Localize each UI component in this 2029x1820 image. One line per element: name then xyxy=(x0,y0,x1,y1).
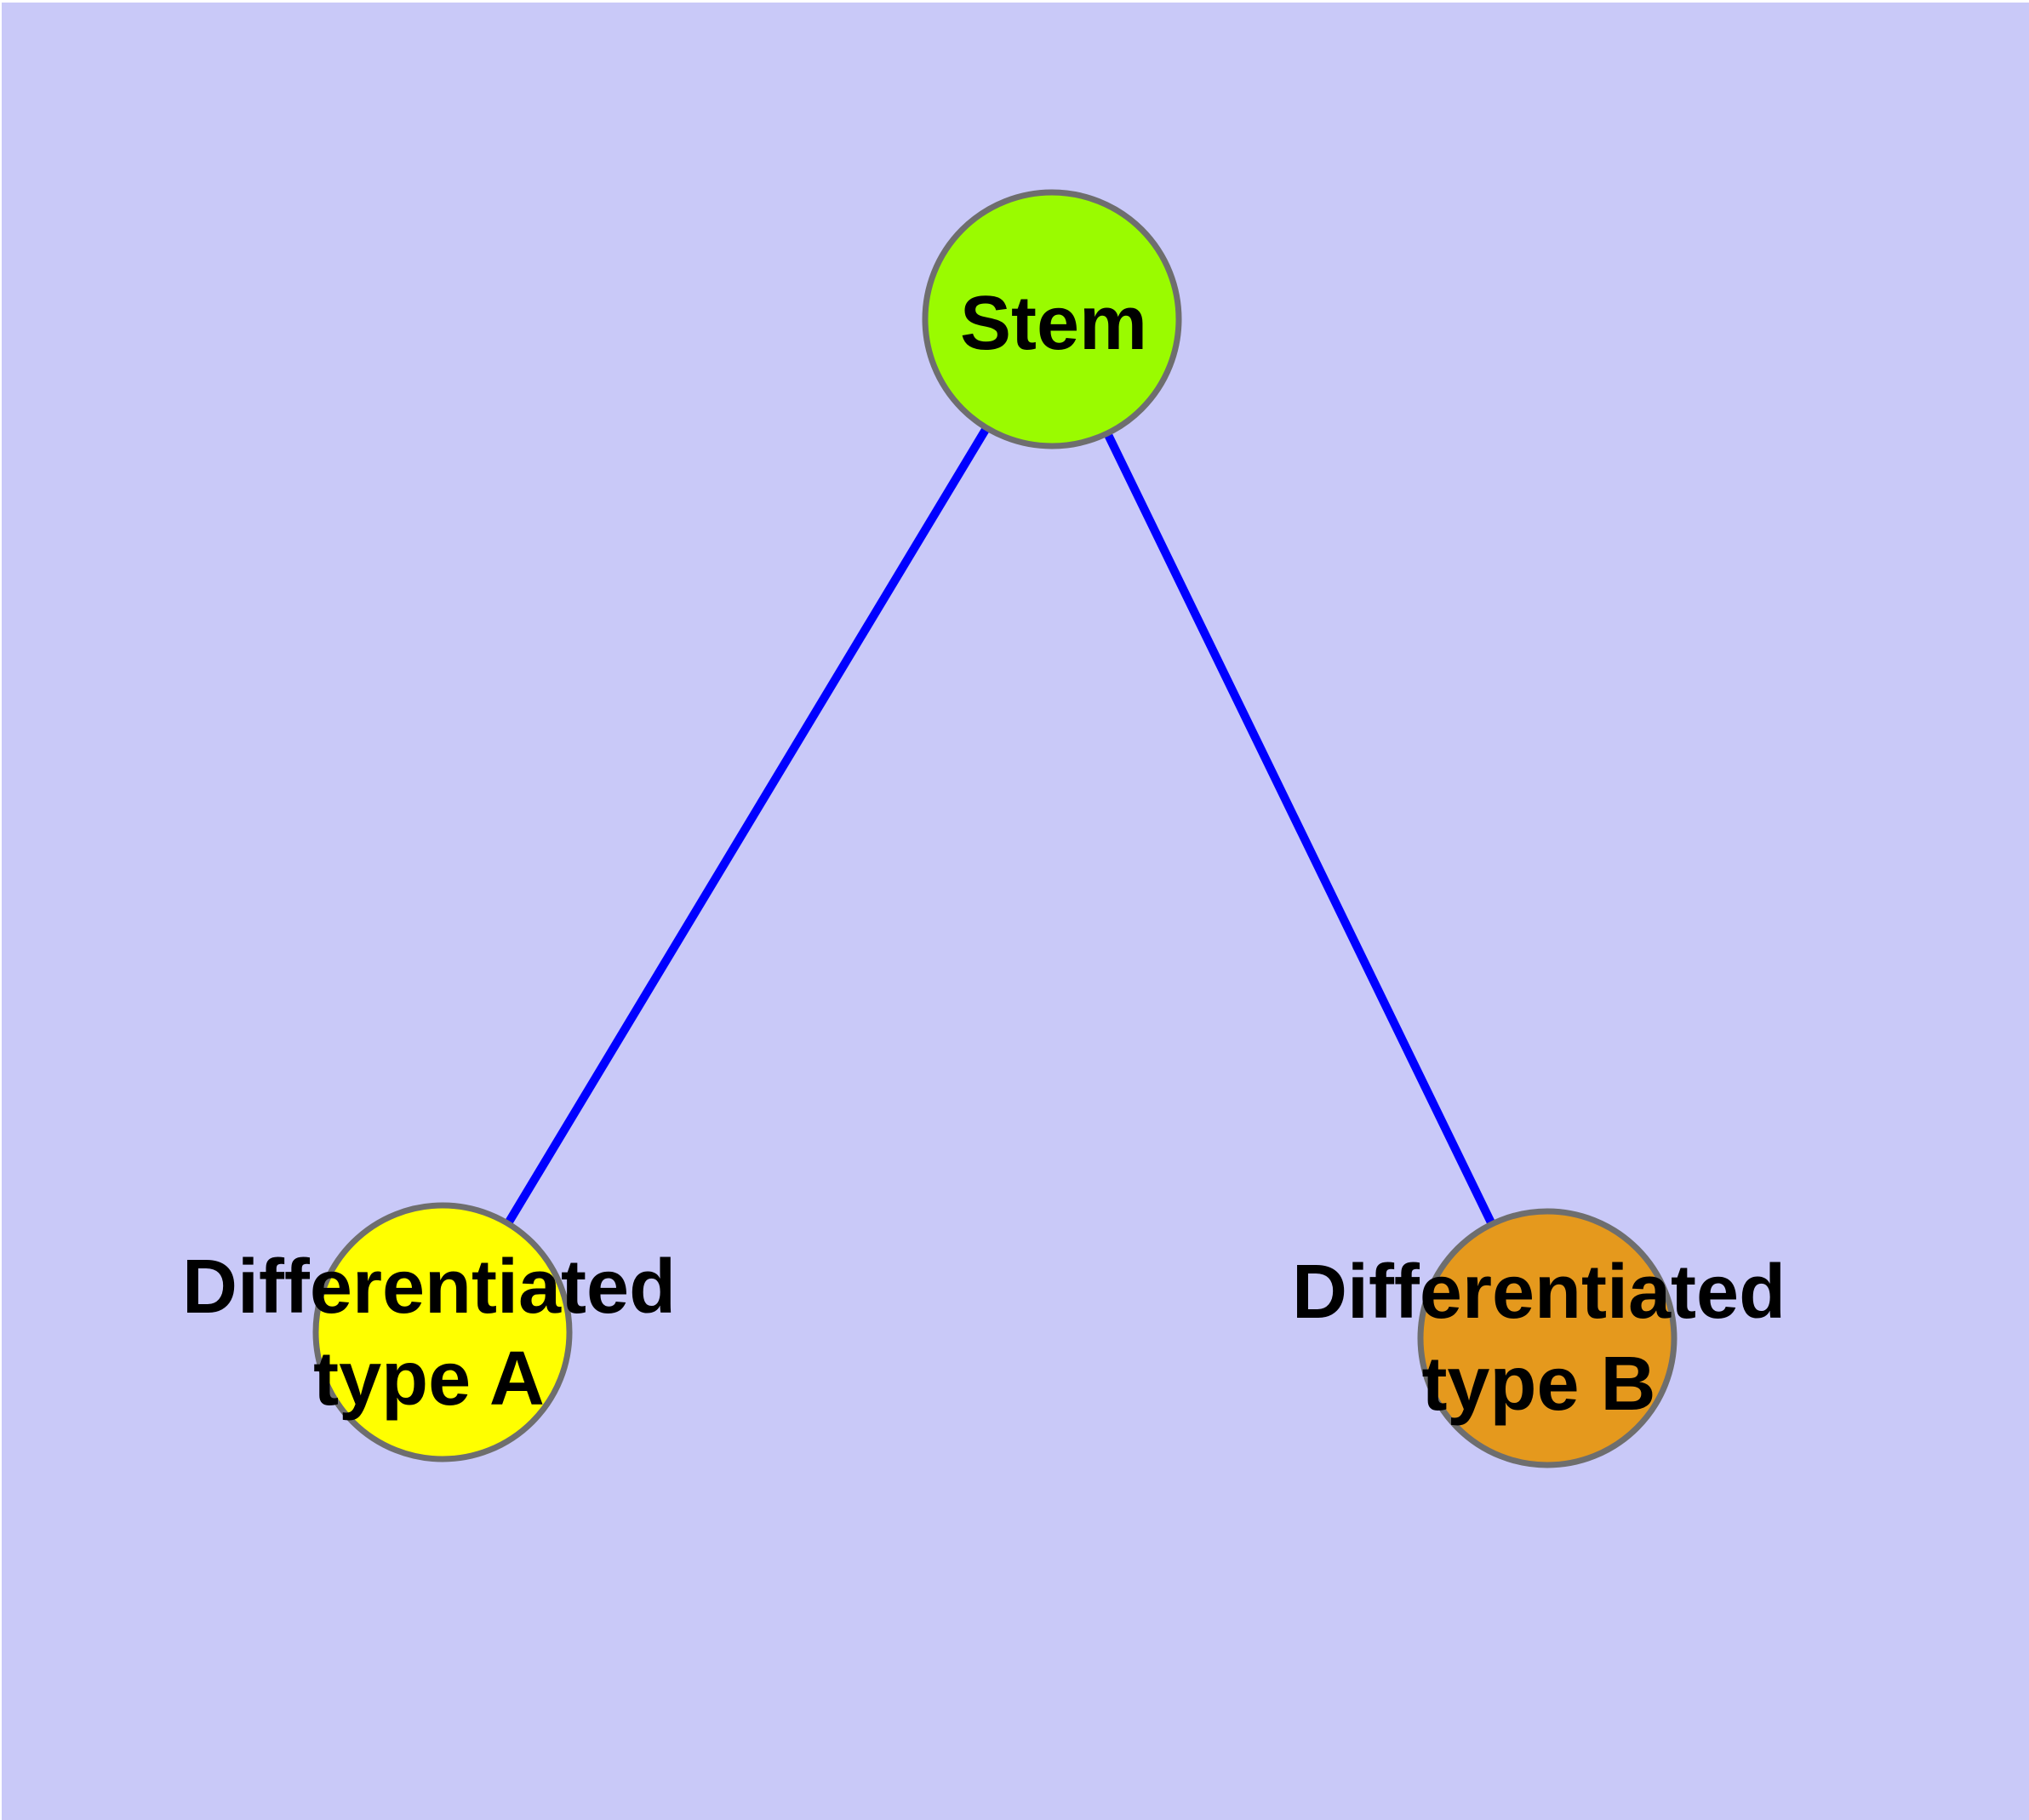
edge-stem-to-type-a xyxy=(438,317,1056,1335)
edge-stem-to-type-b xyxy=(1048,317,1552,1341)
node-type-b-circle xyxy=(1417,1208,1677,1468)
node-type-a-circle xyxy=(312,1202,573,1462)
node-stem-circle xyxy=(922,189,1182,449)
